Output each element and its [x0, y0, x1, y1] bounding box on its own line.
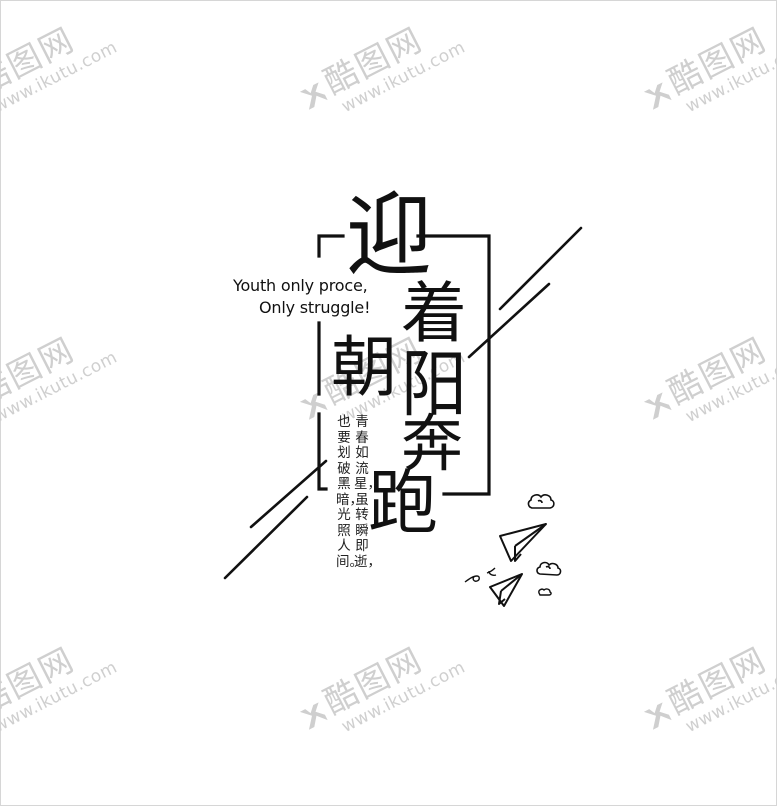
title-char-ben: 奔 [401, 407, 464, 480]
diagonal-lines [223, 226, 583, 580]
trail-swirl-icon [464, 567, 497, 583]
title-frame [317, 234, 491, 496]
title-char-pao: 跑 [368, 462, 438, 544]
title-char-yang: 阳 [401, 342, 467, 428]
cloud-icon [536, 561, 562, 576]
vertical-text-col-1: 青春如流星，虽转瞬即逝， [354, 414, 381, 570]
cloud-icon [538, 588, 552, 596]
cloud-icon [527, 494, 555, 509]
title-char-zhao: 朝 [331, 329, 397, 406]
vertical-text-col-2: 也要划破黑暗，光照人间。 [336, 414, 363, 570]
english-line-1: Youth only proce, [233, 276, 368, 295]
paper-plane-icon [489, 573, 523, 607]
paper-plane-icon [499, 523, 547, 562]
title-char-zhe: 着 [401, 275, 467, 352]
title-char-ying: 迎 [346, 183, 432, 289]
english-line-2: Only struggle! [259, 298, 371, 317]
